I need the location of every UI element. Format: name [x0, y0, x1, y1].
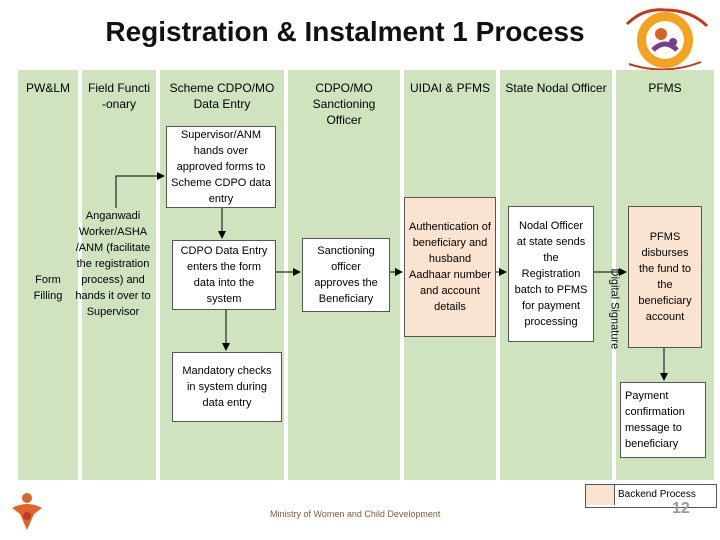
lane-header-pfms: PFMS — [648, 81, 682, 95]
lane-header-field: Field Functi -onary — [87, 81, 151, 111]
scheme-logo — [625, 8, 709, 71]
step-pfms-disburse: PFMS disburses the fund to the beneficia… — [628, 206, 702, 348]
step-payment-confirmation: Payment confirmation message to benefici… — [620, 382, 706, 458]
page-number: 12 — [672, 500, 690, 517]
step-form-filling: Form Filling — [33, 274, 63, 302]
step-supervisor: Supervisor/ANM hands over approved forms… — [166, 126, 276, 208]
step-anganwadi: Anganwadi Worker/ASHA /ANM (facilitate t… — [75, 210, 151, 318]
arrow-field-to-supervisor — [115, 172, 165, 208]
step-cdpo-entry: CDPO Data Entry enters the form data int… — [172, 240, 276, 310]
step-sanction: Sanctioning officer approves the Benefic… — [302, 238, 390, 312]
page-title: Registration & Instalment 1 Process — [105, 16, 585, 47]
footer-ministry: Ministry of Women and Child Development — [270, 509, 441, 519]
lane-field — [82, 70, 156, 480]
lane-header-uidai: UIDAI & PFMS — [409, 81, 490, 95]
legend-backend-swatch — [586, 485, 615, 505]
legend-backend-label: Backend Process — [618, 489, 696, 500]
ministry-logo — [12, 493, 42, 530]
lane-header-pwlm: PW&LM — [25, 81, 70, 95]
step-nodal: Nodal Officer at state sends the Registr… — [508, 206, 594, 342]
step-authentication: Authentication of beneficiary and husban… — [404, 197, 496, 337]
step-mandatory-checks: Mandatory checks in system during data e… — [172, 352, 282, 422]
lane-header-scheme: Scheme CDPO/MO Data Entry — [169, 81, 275, 111]
lane-header-cdpo: CDPO/MO Sanctioning Officer — [312, 81, 376, 127]
lane-pwlm — [18, 70, 78, 480]
lane-header-nodal: State Nodal Officer — [505, 81, 607, 95]
